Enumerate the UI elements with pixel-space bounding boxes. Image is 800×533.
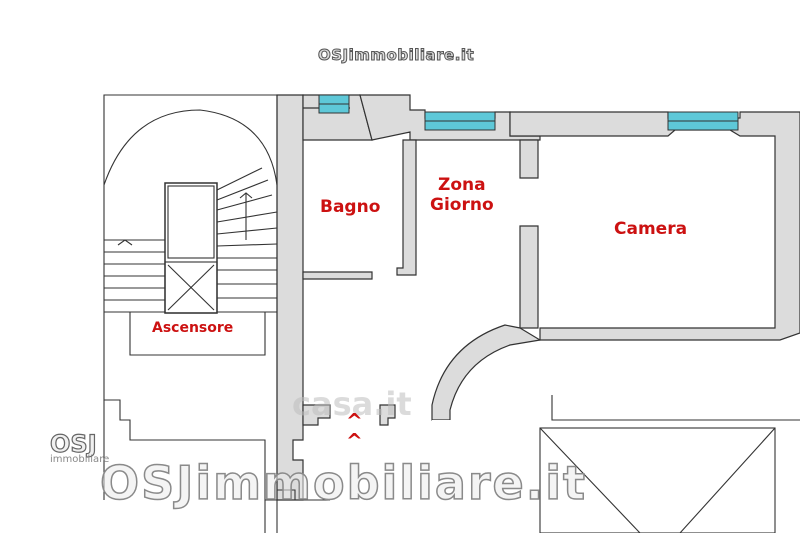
watermark-top: OSJimmobiliare.it (317, 46, 475, 65)
room-label-ascensore: Ascensore (152, 320, 234, 336)
room-label-zona: Zona (438, 175, 486, 195)
bottom-walls (264, 489, 330, 533)
watermark-logo-mark: OSJ (49, 429, 97, 458)
entrance-arrow-1: ^ (346, 409, 363, 433)
watermark-logo: OSJ immobiliare (49, 429, 146, 470)
room-label-bagno: Bagno (320, 197, 381, 217)
lower-stair-block (539, 395, 800, 533)
room-label-camera: Camera (614, 219, 688, 239)
windows (318, 94, 739, 131)
watermark-logo-sub: immobiliare (50, 454, 110, 465)
room-label-zona-giorno: Zona Giorno (430, 175, 494, 215)
entrance-arrow-2: ^ (346, 429, 363, 453)
room-label-giorno: Giorno (430, 194, 494, 215)
watermark-bottom: OSJimmobiliare.it (99, 455, 587, 511)
stairwell (103, 94, 278, 501)
lift-shaft (164, 182, 218, 314)
apartment-walls (276, 94, 800, 501)
watermark-casa: casa.it (292, 385, 412, 423)
